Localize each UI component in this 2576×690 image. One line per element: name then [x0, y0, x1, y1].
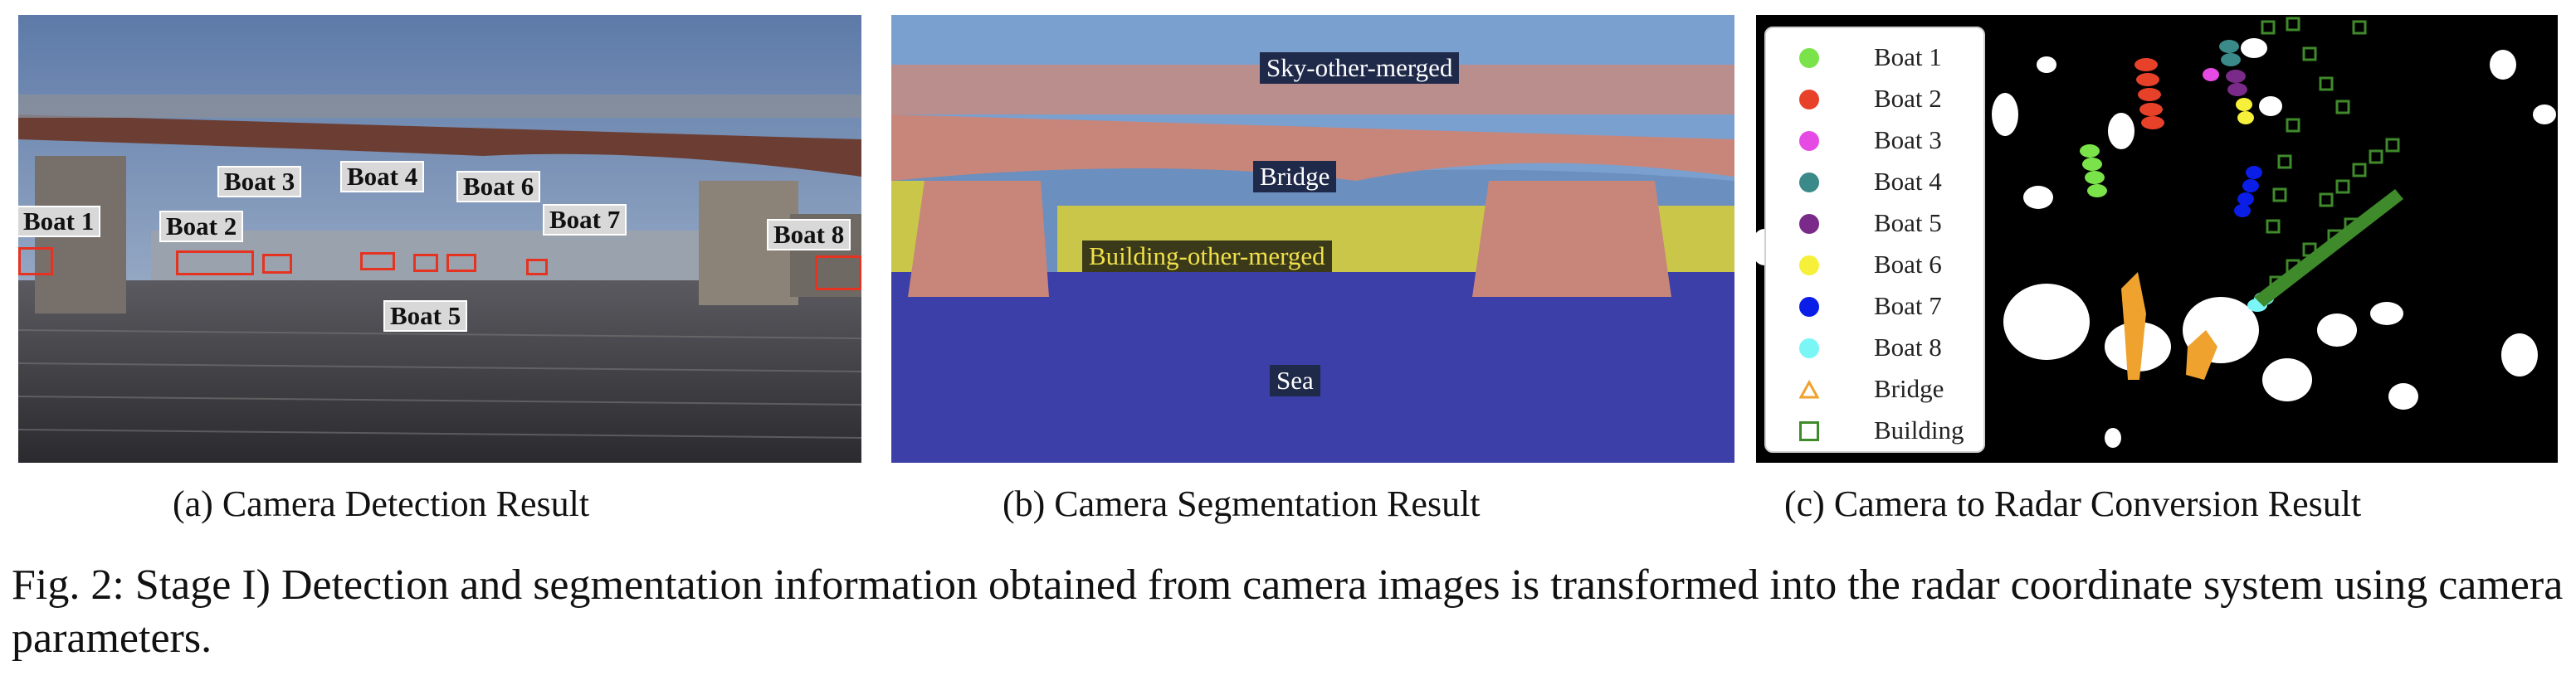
- legend-label: Boat 1: [1874, 42, 1942, 71]
- boat-3-label: Boat 3: [217, 166, 302, 197]
- legend-item: Boat 5: [1766, 202, 1982, 244]
- boat-8-label: Boat 8: [767, 219, 851, 250]
- subcaption-a: (a) Camera Detection Result: [173, 483, 590, 524]
- boat-2-label: Boat 2: [159, 211, 244, 242]
- legend-item: Bridge: [1766, 368, 1982, 410]
- boat-3-box: [262, 254, 292, 274]
- boat-6-points: [2236, 98, 2254, 124]
- dot-icon: [1799, 255, 1819, 275]
- dot-icon: [1799, 131, 1819, 151]
- boat-6-label: Boat 6: [456, 171, 541, 202]
- camera-photo: [18, 15, 861, 463]
- boat-2-box: [176, 250, 254, 275]
- legend-item: Boat 2: [1766, 78, 1982, 119]
- legend-label: Boat 8: [1874, 333, 1942, 362]
- legend-label: Boat 5: [1874, 208, 1942, 237]
- legend-item: Building: [1766, 410, 1982, 451]
- boat-5-points: [2226, 70, 2247, 96]
- sea-label: Sea: [1270, 365, 1320, 396]
- dot-icon: [1799, 48, 1819, 68]
- legend-item: Boat 6: [1766, 244, 1982, 285]
- camera-segmentation-panel: Sky-other-merged Bridge Building-other-m…: [891, 15, 1734, 463]
- boat-6-box: [446, 254, 476, 272]
- legend-item: Boat 4: [1766, 161, 1982, 202]
- bridge-points: [2121, 272, 2217, 380]
- bridge-label: Bridge: [1253, 161, 1337, 192]
- dot-icon: [1799, 172, 1819, 192]
- legend-label: Bridge: [1874, 374, 1944, 403]
- legend-item: Boat 8: [1766, 327, 1982, 368]
- camera-detection-panel: Boat 1 Boat 2 Boat 3 Boat 4 Boat 5 Boat …: [18, 15, 861, 463]
- dot-icon: [1799, 297, 1819, 317]
- dot-icon: [1799, 214, 1819, 234]
- boat-1-label: Boat 1: [18, 206, 101, 237]
- boat-5-label: Boat 5: [383, 300, 468, 332]
- boat-4-box: [360, 252, 395, 270]
- legend-label: Boat 4: [1874, 167, 1942, 196]
- dot-icon: [1799, 338, 1819, 358]
- legend: Boat 1 Boat 2 Boat 3 Boat 4 Boat 5 Boat …: [1764, 27, 1985, 453]
- boat-4-points: [2219, 40, 2241, 66]
- boat-1-points: [2080, 144, 2107, 197]
- triangle-icon: [1799, 380, 1819, 400]
- legend-label: Boat 7: [1874, 291, 1942, 320]
- figure-caption: Fig. 2: Stage I) Detection and segmentat…: [12, 561, 2564, 662]
- subcaption-b: (b) Camera Segmentation Result: [1003, 483, 1481, 524]
- legend-label: Building: [1874, 415, 1964, 445]
- boat-4-label: Boat 4: [340, 161, 425, 192]
- boat-2-points: [2134, 58, 2164, 129]
- legend-label: Boat 3: [1874, 125, 1942, 154]
- building-label: Building-other-merged: [1082, 241, 1332, 272]
- building-band: [2254, 189, 2403, 307]
- boat-8-box: [815, 255, 861, 290]
- boat-7-label: Boat 7: [543, 204, 627, 236]
- legend-item: Boat 3: [1766, 119, 1982, 161]
- square-icon: [1799, 421, 1819, 441]
- boat-3-points: [2203, 68, 2219, 81]
- legend-label: Boat 6: [1874, 250, 1942, 279]
- legend-label: Boat 2: [1874, 84, 1942, 113]
- sky-label: Sky-other-merged: [1260, 52, 1460, 84]
- boat-5-box: [413, 254, 438, 272]
- subcaption-c: (c) Camera to Radar Conversion Result: [1784, 483, 2362, 524]
- legend-item: Boat 1: [1766, 36, 1982, 78]
- boat-7-box: [526, 259, 548, 275]
- legend-item: Boat 7: [1766, 285, 1982, 327]
- boat-1-box: [18, 247, 53, 275]
- dot-icon: [1799, 90, 1819, 109]
- radar-conversion-panel: Boat 1 Boat 2 Boat 3 Boat 4 Boat 5 Boat …: [1756, 15, 2558, 463]
- boat-7-points: [2234, 166, 2262, 217]
